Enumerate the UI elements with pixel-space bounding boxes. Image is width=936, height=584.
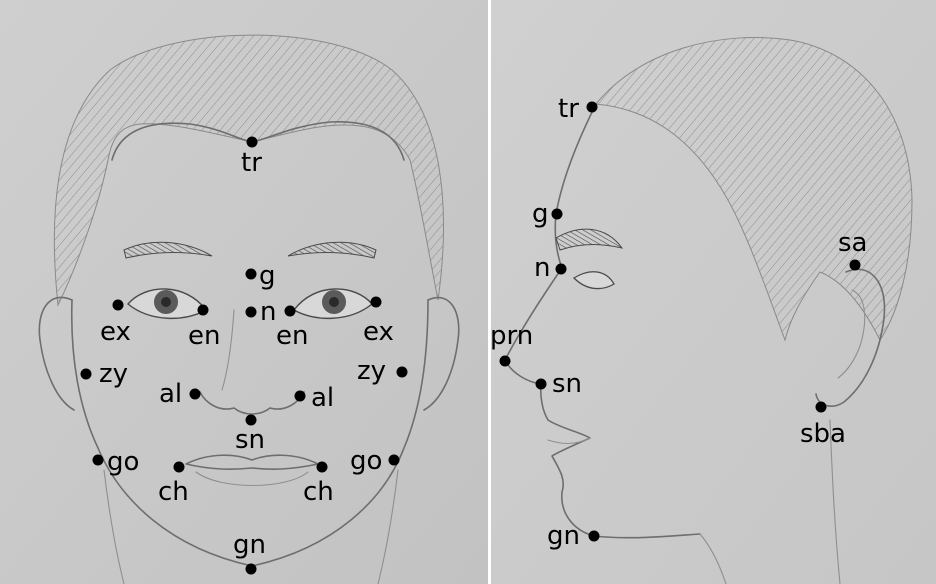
landmark-label: sba <box>800 419 846 449</box>
landmark-dot <box>536 379 547 390</box>
landmark-label: en <box>276 321 308 351</box>
panel-divider <box>488 0 491 584</box>
landmark-dot <box>247 137 258 148</box>
landmark-dot <box>93 455 104 466</box>
landmark-dot <box>389 455 400 466</box>
landmark-label: ex <box>100 317 131 347</box>
landmark-dot <box>552 209 563 220</box>
landmark-dot <box>397 367 408 378</box>
landmark-label: sn <box>552 369 582 399</box>
landmark-dot <box>587 102 598 113</box>
landmark-dot <box>198 305 209 316</box>
landmark-dot <box>500 356 511 367</box>
landmark-dot <box>246 415 257 426</box>
landmark-label: zy <box>357 356 386 386</box>
landmark-dot <box>246 564 257 575</box>
landmark-label: sa <box>838 228 867 258</box>
landmark-label: en <box>188 321 220 351</box>
landmark-dot <box>246 307 257 318</box>
landmark-label: prn <box>490 321 533 351</box>
landmark-label: sn <box>235 425 265 455</box>
landmark-label: n <box>534 253 550 283</box>
landmark-label: tr <box>558 94 579 124</box>
landmark-label: ch <box>303 477 334 507</box>
landmark-label: ch <box>158 477 189 507</box>
landmark-dot <box>190 389 201 400</box>
landmark-dot <box>850 260 861 271</box>
landmark-dot <box>317 462 328 473</box>
pupil-left <box>329 297 339 307</box>
landmark-dot <box>174 462 185 473</box>
landmark-label: al <box>159 379 182 409</box>
landmark-label: ex <box>363 317 394 347</box>
landmark-dot <box>113 300 124 311</box>
landmark-dot <box>816 402 827 413</box>
landmark-dot <box>295 391 306 402</box>
landmark-label: tr <box>241 148 262 178</box>
pupil-right <box>161 297 171 307</box>
landmark-dot <box>589 531 600 542</box>
landmark-label: gn <box>233 530 266 560</box>
landmark-label: gn <box>547 521 580 551</box>
landmark-dot <box>371 297 382 308</box>
frontal-view-panel: tr g n ex en en <box>0 0 488 584</box>
profile-view-panel: tr g n prn sn gn <box>490 0 936 584</box>
landmark-dot <box>81 369 92 380</box>
landmark-dot <box>556 264 567 275</box>
landmark-label: n <box>260 297 276 327</box>
landmark-label: go <box>107 447 139 477</box>
landmark-label: g <box>259 261 276 291</box>
landmark-dot <box>246 269 257 280</box>
landmark-label: go <box>350 446 382 476</box>
landmark-dot <box>285 306 296 317</box>
landmark-label: al <box>311 383 334 413</box>
landmark-label: zy <box>99 359 128 389</box>
landmark-label: g <box>532 199 549 229</box>
